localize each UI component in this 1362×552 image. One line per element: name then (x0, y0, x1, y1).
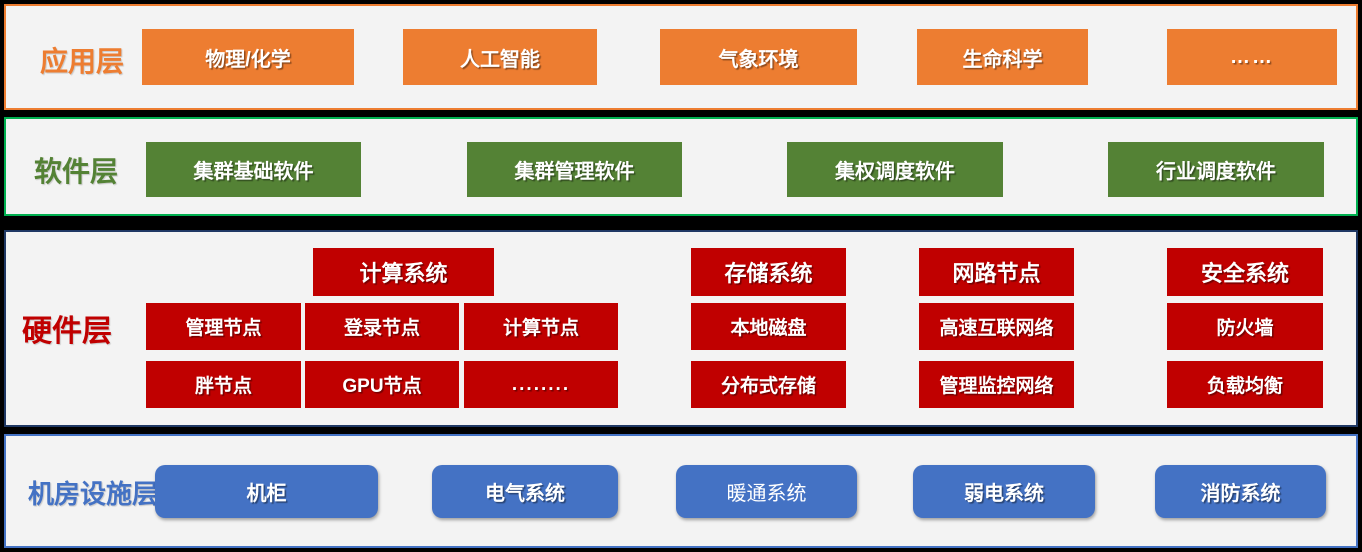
hw-box-gpu-node: GPU节点 (305, 361, 459, 408)
hw-box-management-monitoring-network: 管理监控网络 (919, 361, 1074, 408)
hw-header-network-node: 网路节点 (919, 248, 1074, 296)
hw-header-storage-system: 存储系统 (691, 248, 846, 296)
hw-box-fat-node: 胖节点 (146, 361, 301, 408)
application-layer-panel: 应用层 物理/化学 人工智能 气象环境 生命科学 …… (4, 4, 1358, 110)
hw-box-firewall: 防火墙 (1167, 303, 1323, 350)
software-box-central-scheduling: 集权调度软件 (787, 142, 1003, 197)
hw-box-compute-node: 计算节点 (464, 303, 618, 350)
facility-box-electrical-system: 电气系统 (432, 465, 618, 518)
hw-header-security-system: 安全系统 (1167, 248, 1323, 296)
facility-box-fire-protection-system: 消防系统 (1155, 465, 1326, 518)
app-box-physics-chemistry: 物理/化学 (142, 29, 354, 85)
hw-box-distributed-storage: 分布式存储 (691, 361, 846, 408)
hw-header-compute-system: 计算系统 (313, 248, 494, 296)
software-box-cluster-management: 集群管理软件 (467, 142, 682, 197)
facility-box-hvac-system: 暖通系统 (676, 465, 857, 518)
facility-layer-panel: 机房设施层 机柜 电气系统 暖通系统 弱电系统 消防系统 (4, 434, 1358, 548)
facility-box-low-voltage-system: 弱电系统 (913, 465, 1095, 518)
software-box-industry-scheduling: 行业调度软件 (1108, 142, 1324, 197)
hw-box-load-balancing: 负载均衡 (1167, 361, 1323, 408)
app-box-life-science: 生命科学 (917, 29, 1088, 85)
hw-box-high-speed-interconnect: 高速互联网络 (919, 303, 1074, 350)
application-layer-label: 应用层 (40, 46, 125, 77)
hw-box-management-node: 管理节点 (146, 303, 301, 350)
hw-box-local-disk: 本地磁盘 (691, 303, 846, 350)
app-box-meteorology-environment: 气象环境 (660, 29, 857, 85)
hardware-layer-label: 硬件层 (22, 315, 112, 348)
software-layer-panel: 软件层 集群基础软件 集群管理软件 集权调度软件 行业调度软件 (4, 117, 1358, 216)
software-layer-label: 软件层 (34, 156, 119, 187)
hw-box-ellipsis: ........ (464, 361, 618, 408)
software-box-cluster-base: 集群基础软件 (146, 142, 361, 197)
hw-box-login-node: 登录节点 (305, 303, 459, 350)
app-box-ellipsis: …… (1167, 29, 1337, 85)
facility-box-cabinet: 机柜 (155, 465, 378, 518)
app-box-artificial-intelligence: 人工智能 (403, 29, 597, 85)
facility-layer-label: 机房设施层 (28, 479, 159, 509)
hardware-layer-panel: 硬件层 计算系统 管理节点 登录节点 计算节点 胖节点 GPU节点 ......… (4, 230, 1358, 427)
